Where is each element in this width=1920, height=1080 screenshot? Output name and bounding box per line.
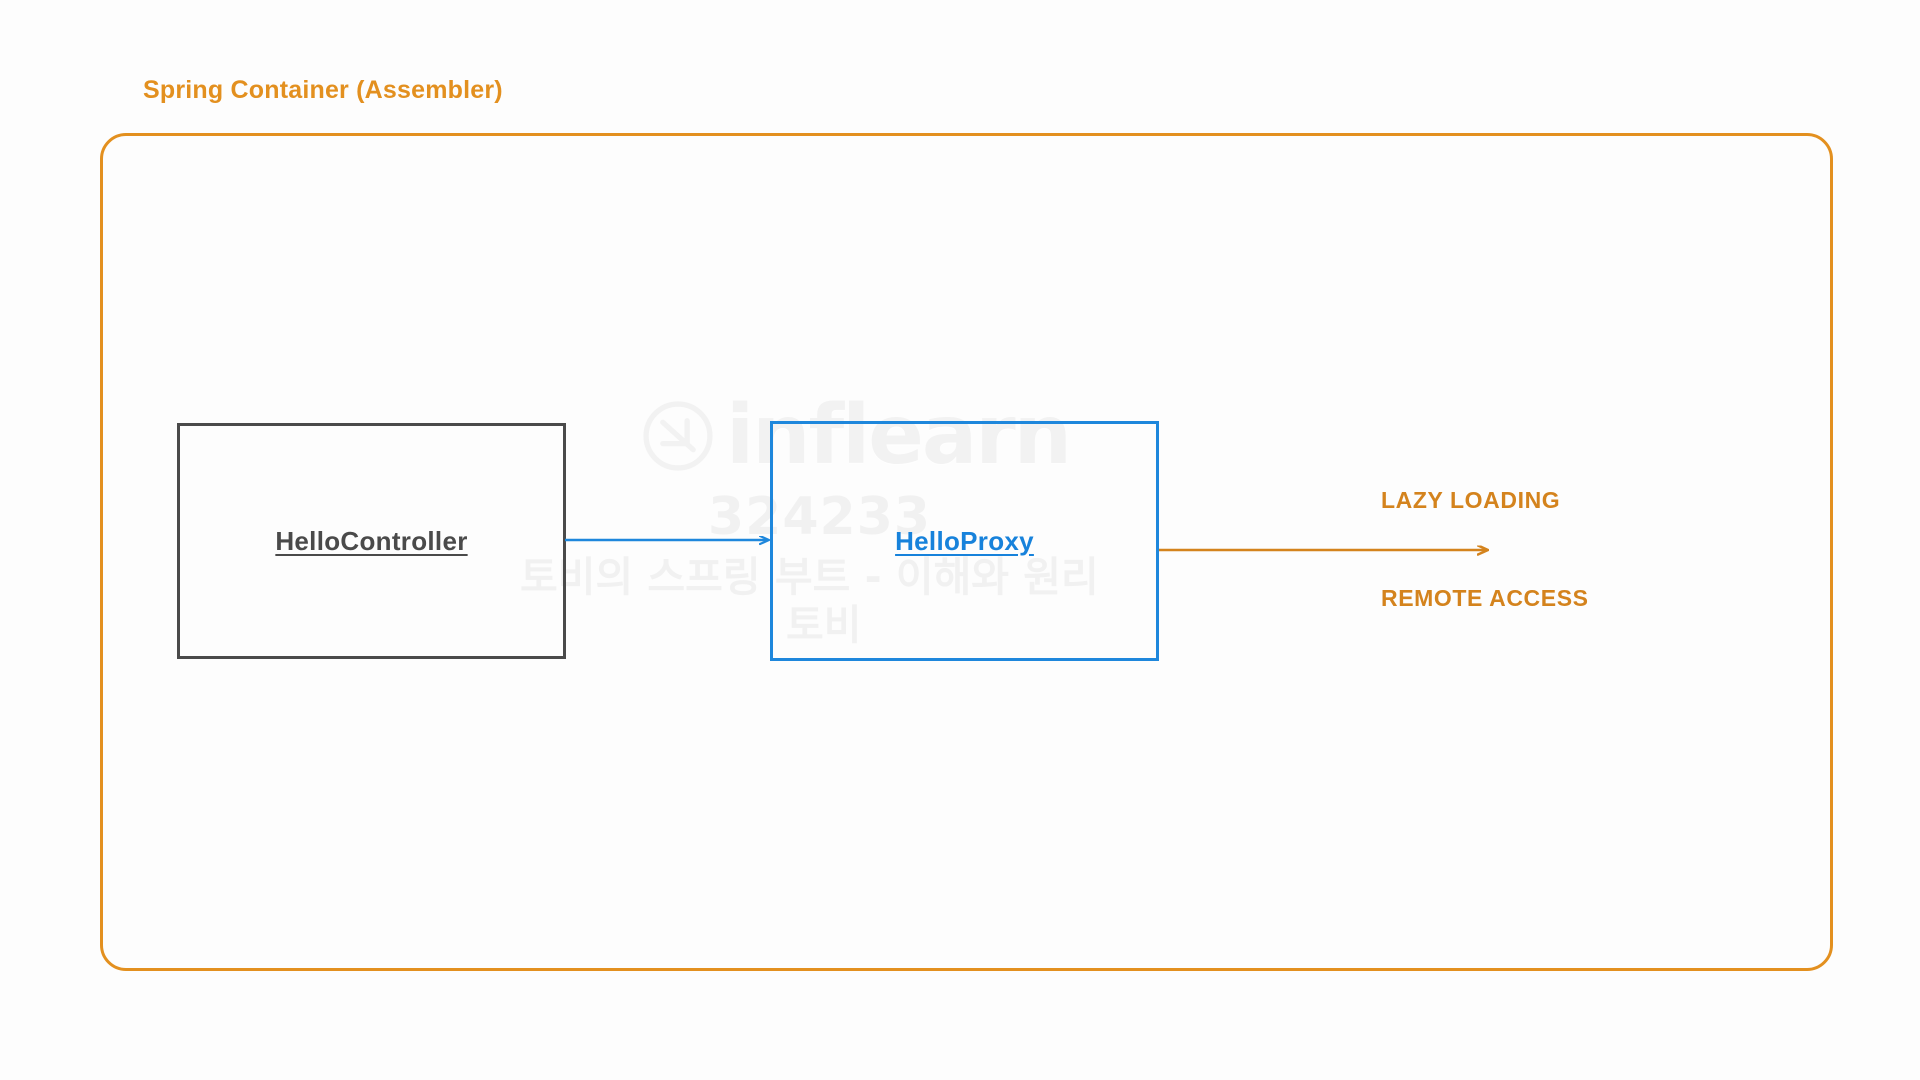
node-hello-proxy[interactable]: HelloProxy — [770, 421, 1159, 661]
node-hello-controller[interactable]: HelloController — [177, 423, 566, 659]
arrow-proxy-to-remote-icon — [1159, 530, 1500, 570]
node-hello-proxy-label: HelloProxy — [895, 525, 1034, 556]
spring-container-box — [100, 133, 1833, 971]
arrow-controller-to-proxy-icon — [565, 520, 780, 560]
node-hello-controller-label: HelloController — [275, 525, 468, 556]
annotation-lazy-loading: LAZY LOADING — [1381, 487, 1561, 513]
annotation-remote-access: REMOTE ACCESS — [1381, 585, 1589, 611]
spring-container-title: Spring Container (Assembler) — [143, 76, 503, 104]
